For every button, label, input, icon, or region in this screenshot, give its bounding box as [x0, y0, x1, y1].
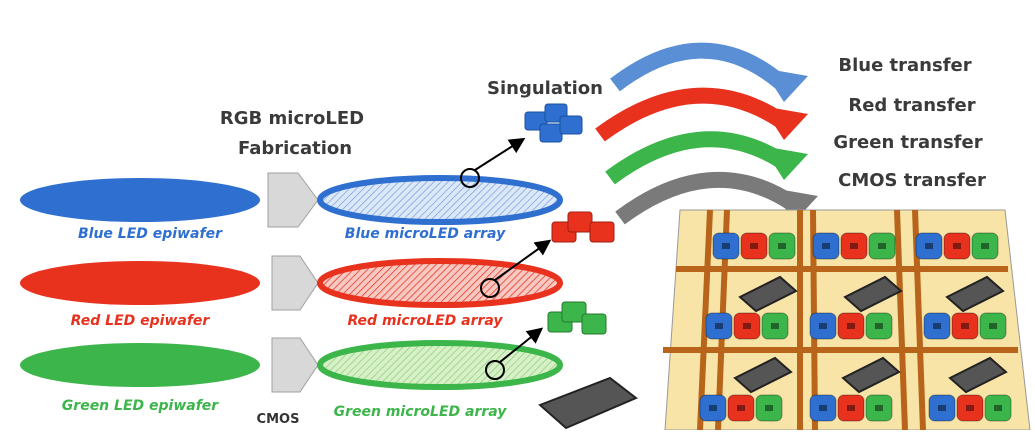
subchip-contact [765, 405, 773, 411]
pixel-subchip [812, 232, 840, 260]
green-epiwafer [20, 343, 260, 387]
subchip-contact [771, 323, 779, 329]
singulated-green-chips [547, 301, 607, 335]
cmos-driver-chip [843, 275, 903, 313]
display-backplane [663, 209, 1031, 431]
pixel-subchip [699, 394, 727, 422]
transfer-arrowhead-1 [762, 106, 808, 140]
green-transfer-label: Green transfer [833, 132, 982, 153]
subchip-contact [819, 323, 827, 329]
subchip-contact [847, 405, 855, 411]
pixel-subchip [951, 312, 979, 340]
green-microled-array [317, 327, 563, 390]
subchip-contact [953, 243, 961, 249]
subchip-contact [875, 405, 883, 411]
pixel-subchip [928, 394, 956, 422]
transfer-arrowhead-2 [762, 146, 808, 180]
green-array-label: Green microLED array [334, 404, 508, 420]
pixel-subchip [768, 232, 796, 260]
transfer-arrow-3 [615, 171, 795, 225]
subchip-contact [989, 323, 997, 329]
pixel-subchip [868, 232, 896, 260]
cmos-transfer-label: CMOS transfer [838, 170, 986, 191]
blue-microled-array [317, 137, 563, 225]
cmos-driver-chip [733, 356, 793, 394]
pixel-subchip [984, 394, 1012, 422]
column-line [894, 209, 908, 431]
subchip-contact [981, 243, 989, 249]
subchip-contact [737, 405, 745, 411]
singulated-blue-chips [524, 103, 583, 143]
pixel-subchip [705, 312, 733, 340]
pixel-subchip [837, 312, 865, 340]
singulated-red-chips [551, 211, 615, 243]
subchip-contact [722, 243, 730, 249]
subchip-contact [961, 323, 969, 329]
transfer-arrowhead-3 [772, 188, 818, 222]
pixel-subchip [733, 312, 761, 340]
pixel-subchip [740, 232, 768, 260]
blue-array-label: Blue microLED array [345, 226, 506, 242]
pixel-subchip [979, 312, 1007, 340]
subchip-contact [925, 243, 933, 249]
pixel-subchip [943, 232, 971, 260]
transfer-arrow-1 [595, 87, 785, 142]
subchip-contact [875, 323, 883, 329]
cmos-driver-chip [841, 356, 901, 394]
cmos-driver-chip [738, 275, 798, 313]
column-line [697, 209, 713, 431]
subchip-contact [850, 243, 858, 249]
subchip-contact [778, 243, 786, 249]
blue-epiwafer-label: Blue LED epiwafer [78, 226, 223, 242]
red-array-label: Red microLED array [347, 313, 503, 329]
subchip-contact [709, 405, 717, 411]
cmos-driver-chip [948, 356, 1008, 394]
pixel-subchip [809, 312, 837, 340]
pixel-subchip [923, 312, 951, 340]
pixel-subchip [761, 312, 789, 340]
transfer-arrows [595, 42, 818, 225]
pixel-subchip [712, 232, 740, 260]
subchip-contact [822, 243, 830, 249]
green-epiwafer-label: Green LED epiwafer [62, 398, 219, 414]
pixel-subchip [865, 312, 893, 340]
transfer-arrowhead-0 [762, 68, 808, 102]
transfer-arrow-0 [610, 42, 786, 92]
pixel-subchip [809, 394, 837, 422]
subchip-contact [750, 243, 758, 249]
subchip-contact [743, 323, 751, 329]
transfer-arrow-2 [605, 131, 785, 185]
pixel-subchip [840, 232, 868, 260]
subchip-contact [847, 323, 855, 329]
blue-epiwafer [20, 178, 260, 222]
subchip-contact [994, 405, 1002, 411]
pixel-subchip [971, 232, 999, 260]
subchip-contact [819, 405, 827, 411]
cmos-chip [538, 376, 638, 430]
pixel-subchip [915, 232, 943, 260]
process-arrows [267, 172, 319, 393]
subchip-contact [878, 243, 886, 249]
heading-line2: Fabrication [238, 138, 352, 159]
pixel-subchip [956, 394, 984, 422]
cmos-label: CMOS [257, 412, 300, 427]
subchip-contact [966, 405, 974, 411]
blue-transfer-label: Blue transfer [838, 55, 971, 76]
pixel-subchip [755, 394, 783, 422]
singulation-label: Singulation [487, 78, 603, 99]
red-microled-array [317, 239, 563, 308]
red-epiwafer [20, 261, 260, 305]
subchip-contact [715, 323, 723, 329]
red-transfer-label: Red transfer [848, 95, 975, 116]
cmos-driver-chip [945, 275, 1005, 313]
pixel-subchip [727, 394, 755, 422]
subchip-contact [938, 405, 946, 411]
pixel-subchip [865, 394, 893, 422]
pixel-subchip [837, 394, 865, 422]
heading-line1: RGB microLED [220, 108, 364, 129]
red-epiwafer-label: Red LED epiwafer [71, 313, 211, 329]
subchip-contact [933, 323, 941, 329]
